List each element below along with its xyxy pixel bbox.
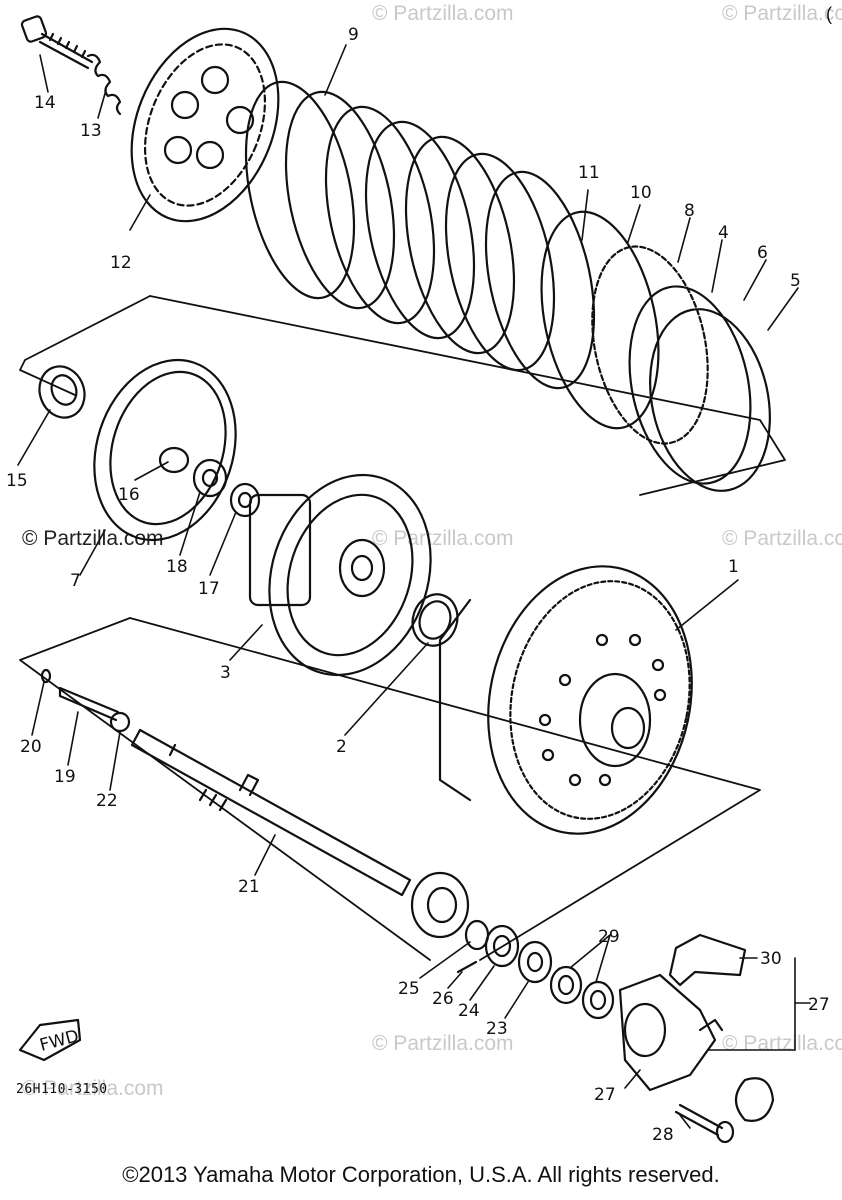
callout-6: 6 [757,243,768,263]
callout-26: 26 [432,989,454,1009]
part-26-pin [456,960,478,974]
callout-15: 15 [6,471,28,491]
fwd-arrow-icon: FWD [18,1018,82,1062]
callout-25: 25 [398,979,420,999]
callout-24: 24 [458,1001,480,1021]
part-9-11-clutch-plates [244,80,596,390]
assembly-outline-upper [19,295,786,496]
part-15-bearing [38,365,86,419]
callout-1: 1 [728,557,739,577]
part-18-bearing [192,458,228,498]
part-22-ball [109,711,131,733]
callout-3: 3 [220,663,231,683]
callout-23: 23 [486,1019,508,1039]
callout-9: 9 [348,25,359,45]
part-20-ball [40,668,52,684]
part-25-circlip [464,919,490,951]
callout-7: 7 [70,571,81,591]
callout-29: 29 [598,927,620,947]
callout-13: 13 [80,121,102,141]
part-21-main-shaft [130,728,412,897]
callout-17: 17 [198,579,220,599]
part-12-pressure-plate [130,27,280,223]
watermark-text: © Partzilla.com [372,1032,514,1055]
callout-16: 16 [118,485,140,505]
callout-14: 14 [34,93,56,113]
part-3-clutch-boss [248,473,432,677]
watermark-text: © Partzilla.com [722,1032,842,1055]
callout-27: 27 [808,995,830,1015]
callout-19: 19 [54,767,76,787]
watermark-text: © Partzilla.com [722,2,842,25]
part-17-washer [229,482,261,518]
callout-10: 10 [630,183,652,203]
callout-4: 4 [718,223,729,243]
watermark-text: © Partzilla.com [372,2,514,25]
part-1-clutch-housing [438,565,693,835]
copyright-notice: ©2013 Yamaha Motor Corporation, U.S.A. A… [122,1162,720,1187]
callout-11: 11 [578,163,600,183]
leader-lines [17,44,811,1129]
callout-5: 5 [790,271,801,291]
part-16-nut [158,446,190,474]
callout-27-lever: 27 [594,1085,616,1105]
part-19-push-rod [58,686,120,722]
watermark-text: © Partzilla.com [722,527,842,550]
callout-21: 21 [238,877,260,897]
part-13-spring [86,53,122,116]
callout-18: 18 [166,557,188,577]
callout-22: 22 [96,791,118,811]
part-14-bolt [20,15,94,70]
callout-12: 12 [110,253,132,273]
callout-labels: 1 2 3 4 5 6 7 8 9 10 11 12 13 14 15 16 1… [6,25,830,1145]
callout-28: 28 [652,1125,674,1145]
part-24-collar [484,924,520,968]
cropped-side-mark: ( [826,4,832,24]
callout-8: 8 [684,201,695,221]
drawing-code: 26H110-3150 [16,1082,108,1097]
part-bearing-large [410,871,470,939]
part-23-seal [517,940,553,984]
watermark-text: © Partzilla.com [372,527,514,550]
part-29-bearings [549,965,615,1020]
part-27-release-lever [618,973,724,1092]
part-30-bracket [668,933,747,987]
watermark-text: © Partzilla.com [22,1077,164,1100]
part-4-5-6-8-10-rings [540,210,771,492]
callout-30: 30 [760,949,782,969]
callout-20: 20 [20,737,42,757]
callout-2: 2 [336,737,347,757]
part-28-bolt [674,1077,775,1144]
